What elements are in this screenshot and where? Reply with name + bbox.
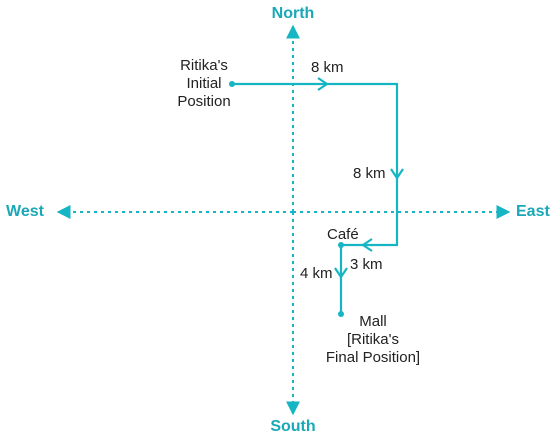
final-position-label: Mall [Ritika's Final Position] [318,313,428,367]
cafe-label: Café [327,226,359,243]
east-label: East [516,203,550,220]
start-point-dot [229,81,235,87]
leg3-direction-chevron [361,238,373,252]
final-position-line-2: [Ritika's [346,331,400,348]
initial-position-line-3: Position [177,93,231,110]
leg2-distance-label: 8 km [353,165,386,182]
ritika-path [232,82,399,314]
leg4-distance-label: 4 km [300,265,333,282]
initial-position-line-2: Initial [186,75,222,92]
leg1-direction-chevron [317,77,329,91]
leg2-direction-chevron [390,168,404,180]
initial-position-label: Ritika's Initial Position [164,57,244,111]
initial-position-line-1: Ritika's [180,57,228,74]
final-position-line-1: Mall [359,313,387,330]
mall-point-dot [338,311,344,317]
leg3-distance-label: 3 km [350,256,383,273]
cafe-point-dot [338,242,344,248]
leg4-direction-chevron [334,267,348,279]
final-position-line-3: Final Position] [325,349,421,366]
south-label: South [270,418,316,435]
leg1-distance-label: 8 km [311,59,344,76]
north-label: North [271,5,315,22]
west-label: West [6,203,44,220]
